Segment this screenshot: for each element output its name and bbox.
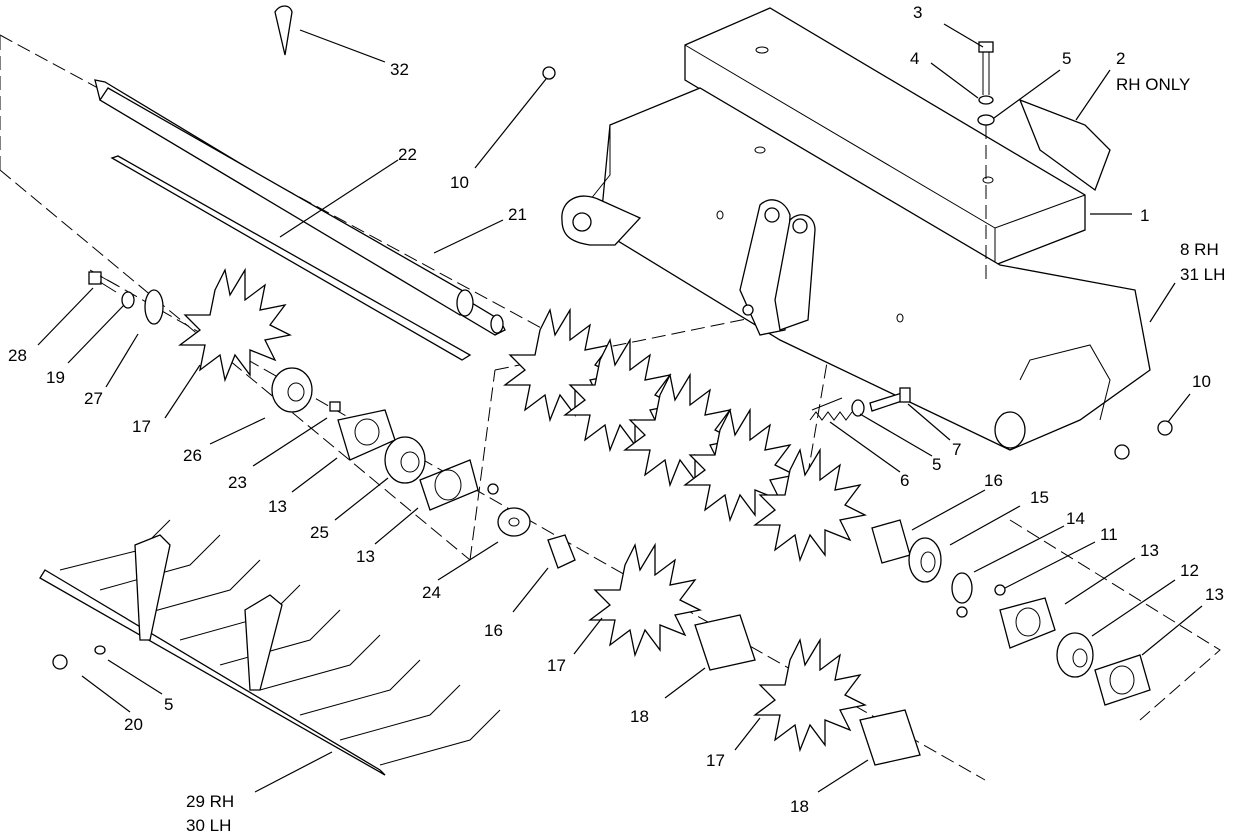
tine-wheel-left — [178, 267, 292, 383]
label-13-b: 13 — [356, 547, 375, 566]
label-29-rh: 29 RH — [186, 792, 234, 811]
lower-wheel-stack — [588, 542, 921, 766]
right-hardware-stack — [871, 519, 1151, 706]
label-19: 19 — [46, 368, 65, 387]
tine-comb — [39, 519, 501, 776]
label-5-bottom: 5 — [164, 695, 173, 714]
main-housing — [589, 87, 1151, 451]
label-18-bottom: 18 — [790, 797, 809, 816]
label-32: 32 — [390, 60, 409, 79]
label-5-top: 5 — [1062, 49, 1071, 68]
label-16-left: 16 — [484, 621, 503, 640]
label-8-rh: 8 RH — [1180, 240, 1219, 259]
label-31-lh: 31 LH — [1180, 265, 1225, 284]
label-28: 28 — [8, 346, 27, 365]
shaft — [94, 79, 506, 336]
callout-labels: 32 22 21 10 3 4 5 2 RH ONLY 1 8 RH 31 LH… — [8, 3, 1225, 835]
label-25: 25 — [310, 523, 329, 542]
label-27: 27 — [84, 389, 103, 408]
label-17-mid: 17 — [547, 656, 566, 675]
label-18-mid: 18 — [630, 707, 649, 726]
nut-hardware — [542, 66, 1173, 460]
label-11: 11 — [1100, 525, 1118, 544]
label-16-right: 16 — [984, 471, 1003, 490]
label-22: 22 — [398, 145, 417, 164]
tine-cluster — [503, 307, 867, 563]
label-26: 26 — [183, 446, 202, 465]
label-6: 6 — [900, 471, 909, 490]
label-7: 7 — [952, 440, 961, 459]
label-24: 24 — [422, 583, 441, 602]
label-2: 2 — [1116, 49, 1125, 68]
label-10-right: 10 — [1192, 372, 1211, 391]
label-17-left: 17 — [132, 417, 151, 436]
label-14: 14 — [1066, 509, 1085, 528]
label-20: 20 — [124, 715, 143, 734]
pivot-bracket — [561, 195, 816, 336]
leader-lines — [37, 23, 1203, 793]
label-13-c: 13 — [1140, 541, 1159, 560]
spring-assembly — [809, 387, 911, 421]
label-30-lh: 30 LH — [186, 816, 231, 835]
label-4: 4 — [910, 49, 919, 68]
label-15: 15 — [1030, 488, 1049, 507]
label-17-bottom: 17 — [706, 751, 725, 770]
label-13-a: 13 — [268, 497, 287, 516]
label-3: 3 — [913, 3, 922, 22]
label-21: 21 — [508, 205, 527, 224]
left-hardware-stack — [88, 267, 576, 569]
key — [110, 155, 472, 361]
label-2-rh-only: RH ONLY — [1116, 75, 1190, 94]
bolt-and-washers — [977, 41, 995, 285]
label-12: 12 — [1180, 561, 1199, 580]
label-10-top: 10 — [450, 173, 469, 192]
label-13-d: 13 — [1205, 585, 1224, 604]
label-1: 1 — [1140, 206, 1149, 225]
side-plate-rh — [1018, 98, 1111, 192]
label-23: 23 — [228, 473, 247, 492]
label-5-mid: 5 — [932, 455, 941, 474]
pin — [274, 5, 293, 56]
top-plate — [684, 7, 1086, 266]
